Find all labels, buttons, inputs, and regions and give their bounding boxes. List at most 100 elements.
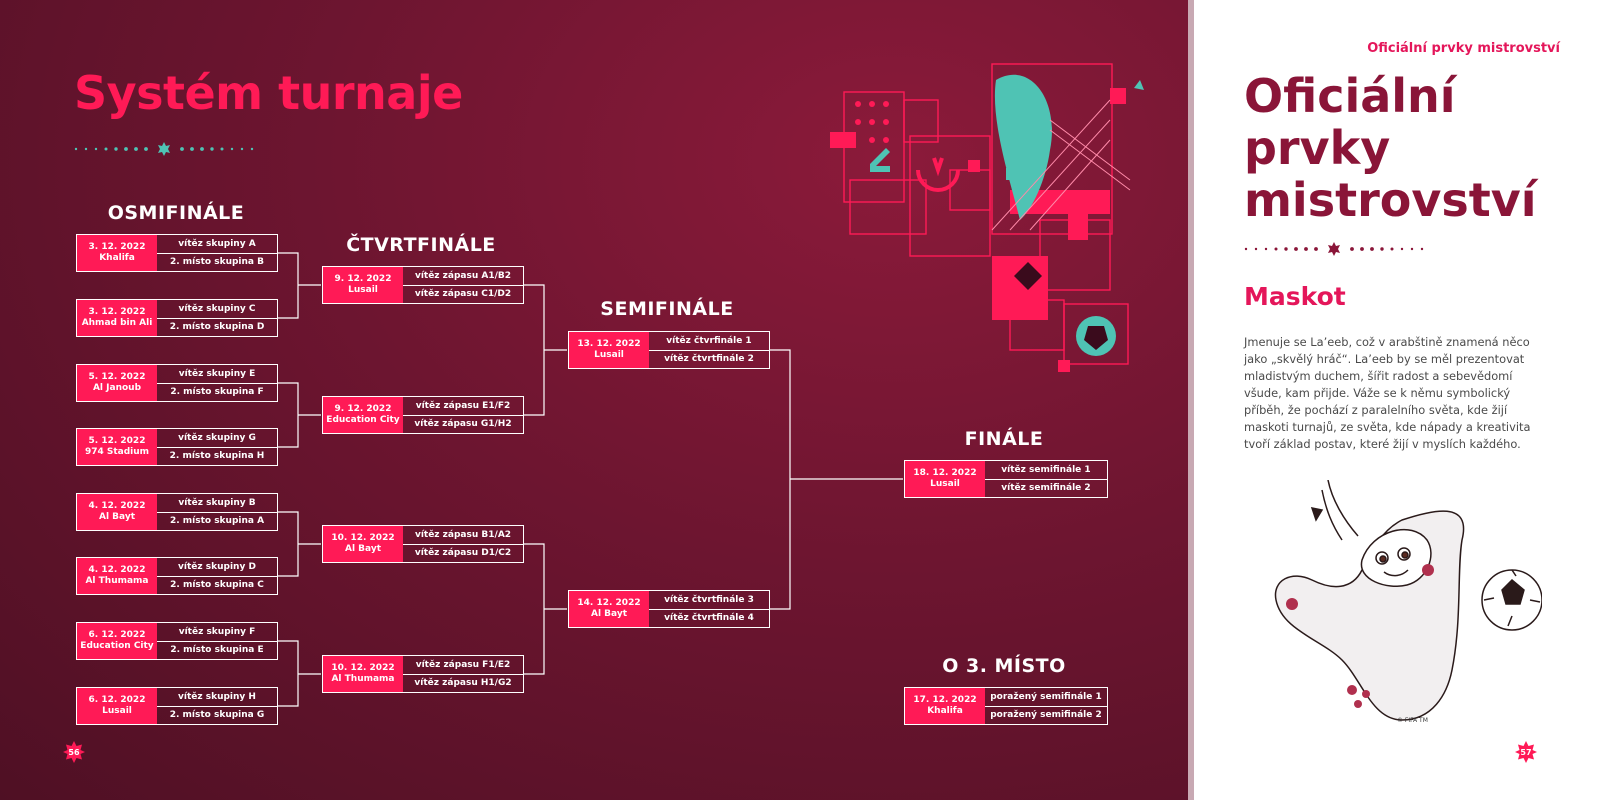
match-team: vítěz čtvrtfinále 2 [649, 349, 769, 369]
match-venue: Lusail [594, 350, 624, 360]
match-venue: Khalifa [99, 253, 135, 263]
match-team: vítěz skupiny H [178, 691, 256, 702]
match-venue: Al Janoub [92, 383, 142, 393]
match-team: vítěz skupiny G [178, 432, 256, 443]
match-date: 9. 12. 2022 [334, 403, 392, 414]
match-team: 2. místo skupina B [157, 252, 277, 272]
match-date: 6. 12. 2022 [88, 694, 146, 705]
match-team: 2. místo skupina H [157, 446, 277, 466]
match-venue: Al Thumama [331, 674, 395, 684]
match-team: vítěz čtvrfinále 1 [666, 335, 752, 346]
match-date: 3. 12. 2022 [88, 241, 146, 252]
match-date: 13. 12. 2022 [577, 338, 641, 349]
page-number: 56 [68, 747, 80, 757]
match-venue: Al Bayt [98, 512, 135, 522]
round-label-r16: OSMIFINÁLE [107, 202, 245, 224]
match-team: 2. místo skupina A [157, 511, 277, 531]
mascot-description: Jmenuje se La’eeb, což v arabštině zname… [1244, 335, 1531, 451]
pattern-strip [1188, 0, 1194, 800]
match-venue: Education City [326, 415, 400, 425]
match-team: vítěz zápasu G1/H2 [403, 414, 523, 434]
dotted-divider [74, 142, 254, 156]
match-date: 14. 12. 2022 [577, 597, 641, 608]
match-team: vítěz zápasu E1/F2 [415, 400, 511, 411]
mascot-heading: Maskot [1244, 282, 1346, 311]
dotted-divider-right [1244, 242, 1424, 256]
match-venue: Al Bayt [344, 544, 381, 554]
round-label-third: O 3. MÍSTO [942, 655, 1066, 677]
match-date: 6. 12. 2022 [88, 629, 146, 640]
match-date: 10. 12. 2022 [331, 662, 395, 673]
match-date: 5. 12. 2022 [88, 435, 146, 446]
match-venue: Lusail [102, 706, 132, 716]
round-label-qf: ČTVRTFINÁLE [346, 234, 496, 256]
match-team: vítěz zápasu B1/A2 [414, 529, 512, 540]
match-date: 4. 12. 2022 [88, 500, 146, 511]
page-number-badge: 56 [63, 741, 85, 763]
match-date: 18. 12. 2022 [913, 467, 977, 478]
geometric-pattern-artwork [830, 63, 1144, 372]
match-venue: Khalifa [927, 706, 963, 716]
match-date: 9. 12. 2022 [334, 273, 392, 284]
match-team: vítěz semifinále 1 [1001, 464, 1091, 475]
match-venue: Al Bayt [590, 609, 627, 619]
mascot-illustration [1274, 480, 1542, 721]
match-team: vítěz čtvrtfinále 3 [664, 594, 754, 605]
match-team: vítěz skupiny A [178, 238, 256, 249]
match-venue: Education City [80, 641, 154, 651]
page-number-badge-right: 57 [1515, 741, 1537, 763]
match-team: vítěz zápasu A1/B2 [414, 270, 512, 281]
copyright-note: © FIFA TM [1397, 717, 1428, 724]
match-team: vítěz skupiny D [178, 561, 256, 572]
match-date: 4. 12. 2022 [88, 564, 146, 575]
match-team: vítěz skupiny B [178, 497, 256, 508]
match-venue: 974 Stadium [84, 447, 150, 457]
match-team: 2. místo skupina G [157, 705, 277, 725]
match-venue: Al Thumama [85, 576, 149, 586]
match-team: poražený semifinále 2 [985, 705, 1107, 725]
match-team: vítěz čtvrtfinále 4 [649, 608, 769, 628]
match-team: vítěz semifinále 2 [985, 478, 1107, 498]
page-number-star-icon [1515, 741, 1537, 763]
round-label-sf: SEMIFINÁLE [600, 298, 734, 320]
page-number: 57 [1520, 747, 1532, 757]
page-number-star-icon [63, 741, 85, 763]
match-date: 5. 12. 2022 [88, 371, 146, 382]
match-team: 2. místo skupina E [157, 640, 277, 660]
bracket-lines [0, 0, 1192, 800]
match-team: 2. místo skupina D [157, 317, 277, 337]
match-team: 2. místo skupina F [157, 382, 277, 402]
match-team: vítěz zápasu D1/C2 [403, 543, 523, 563]
match-team: poražený semifinále 1 [990, 691, 1102, 702]
round-label-final: FINÁLE [964, 428, 1044, 450]
section-title: Oficiální prvky mistrovství [1244, 69, 1537, 227]
match-team: vítěz zápasu F1/E2 [415, 659, 511, 670]
match-team: vítěz skupiny C [178, 303, 256, 314]
